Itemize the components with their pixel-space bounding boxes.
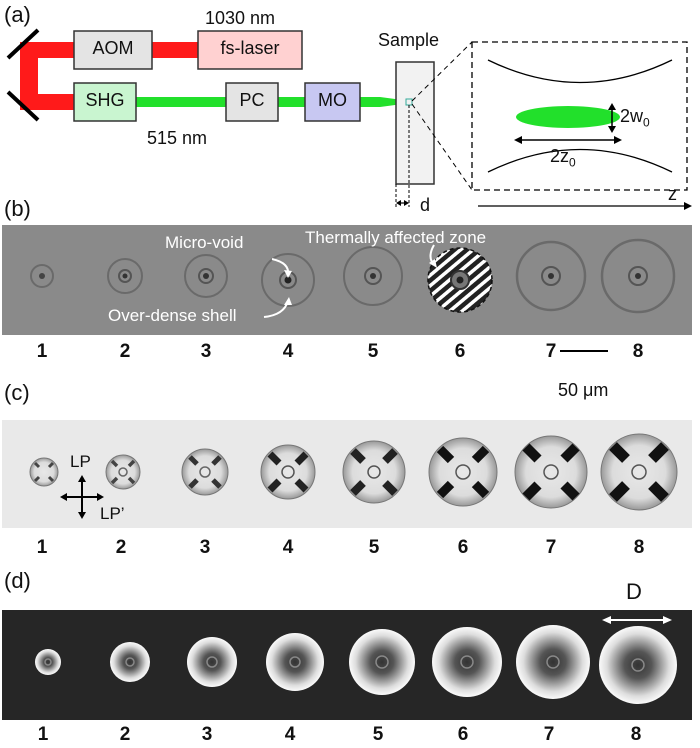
z-axis-label: z [668, 184, 677, 204]
label-b-6: 6 [454, 341, 466, 362]
label-c-4: 4 [282, 537, 294, 558]
panel-d-label: (d) [4, 568, 31, 593]
wavelength-ir-label: 1030 nm [205, 8, 276, 28]
modification-7 [515, 240, 587, 312]
pol-mod-7 [514, 435, 588, 509]
mo-label: MO [318, 90, 347, 110]
waist-label: 2w0 [620, 106, 650, 130]
rayleigh-label-sub: 0 [569, 155, 576, 170]
label-d-4: 4 [284, 724, 296, 745]
lp-prime-label: LP’ [100, 504, 125, 523]
label-b-7: 7 [545, 341, 557, 362]
darkfield-micrograph [2, 610, 692, 720]
scale-bar-label: 50 μm [558, 380, 609, 400]
modification-6 [427, 247, 493, 313]
label-b-8: 8 [632, 341, 644, 362]
df-mod-2 [110, 642, 150, 682]
shg-box [73, 82, 137, 122]
aom-box [73, 30, 153, 70]
label-c-7: 7 [545, 537, 557, 558]
label-d-6: 6 [457, 724, 469, 745]
df-mod-6 [432, 627, 502, 697]
label-b-3: 3 [200, 341, 212, 362]
d-label: d [420, 195, 431, 215]
mirror-bottom [6, 90, 40, 122]
pol-mod-1 [29, 457, 59, 487]
annotation-over-dense-shell: Over-dense shell [108, 306, 237, 325]
label-b-2: 2 [119, 341, 131, 362]
setup-diagram [6, 28, 692, 210]
shg-label: SHG [85, 90, 125, 110]
label-d-7: 7 [543, 724, 555, 745]
annotation-thermally-affected-zone: Thermally affected zone [305, 228, 487, 247]
pc-label: PC [239, 90, 265, 110]
label-c-3: 3 [199, 537, 211, 558]
modification-1 [30, 264, 54, 288]
pc-box [225, 82, 279, 122]
focal-volume [516, 106, 620, 128]
label-c-1: 1 [36, 537, 48, 558]
label-c-2: 2 [115, 537, 127, 558]
modification-3 [184, 254, 228, 298]
df-mod-4 [266, 633, 324, 691]
diameter-arrow [602, 616, 672, 624]
sample-label: Sample [378, 30, 440, 50]
brightfield-micrograph [2, 225, 692, 335]
polarized-micrograph [2, 420, 692, 528]
df-mod-7 [516, 625, 590, 699]
green-beam [135, 97, 410, 107]
df-mod-5 [349, 629, 415, 695]
df-mod-8 [599, 626, 677, 704]
rayleigh-label-main: 2z [550, 146, 570, 166]
label-b-1: 1 [36, 341, 48, 362]
pol-mod-5 [342, 440, 406, 504]
label-c-6: 6 [457, 537, 469, 558]
zoom-box [471, 41, 688, 191]
mirror-top [6, 28, 40, 60]
diameter-label: D [626, 579, 642, 604]
modification-2 [107, 258, 143, 294]
label-c-5: 5 [368, 537, 380, 558]
polarizer-cross-icon [60, 475, 104, 519]
df-mod-1 [35, 649, 61, 675]
waist-label-main: 2w [620, 106, 644, 126]
scale-bar [560, 350, 608, 352]
wavelength-green-label: 515 nm [147, 128, 208, 148]
lp-label: LP [70, 452, 91, 471]
pol-mod-8 [600, 433, 678, 511]
waist-label-sub: 0 [643, 115, 650, 130]
label-b-4: 4 [282, 341, 294, 362]
label-d-3: 3 [201, 724, 213, 745]
label-c-8: 8 [633, 537, 645, 558]
label-d-1: 1 [37, 724, 49, 745]
panel-b-label: (b) [4, 196, 31, 221]
pol-mod-2 [105, 454, 141, 490]
annotation-micro-void: Micro-void [165, 233, 244, 252]
df-mod-3 [187, 637, 237, 687]
pol-mod-3 [181, 448, 229, 496]
panel-a-label: (a) [4, 2, 31, 27]
label-d-2: 2 [119, 724, 131, 745]
aom-label: AOM [92, 38, 134, 58]
label-d-8: 8 [630, 724, 642, 745]
label-b-5: 5 [367, 341, 379, 362]
modification-5 [343, 246, 403, 306]
sample-slab [395, 61, 435, 185]
pol-mod-6 [428, 437, 498, 507]
pol-mod-4 [260, 444, 316, 500]
fs-laser-box [197, 30, 303, 70]
fs-laser-label: fs-laser [220, 38, 280, 58]
rayleigh-label: 2z0 [550, 146, 576, 170]
panel-c-label: (c) [4, 380, 30, 405]
label-d-5: 5 [372, 724, 384, 745]
mo-box [304, 82, 361, 122]
modification-8 [600, 238, 676, 314]
